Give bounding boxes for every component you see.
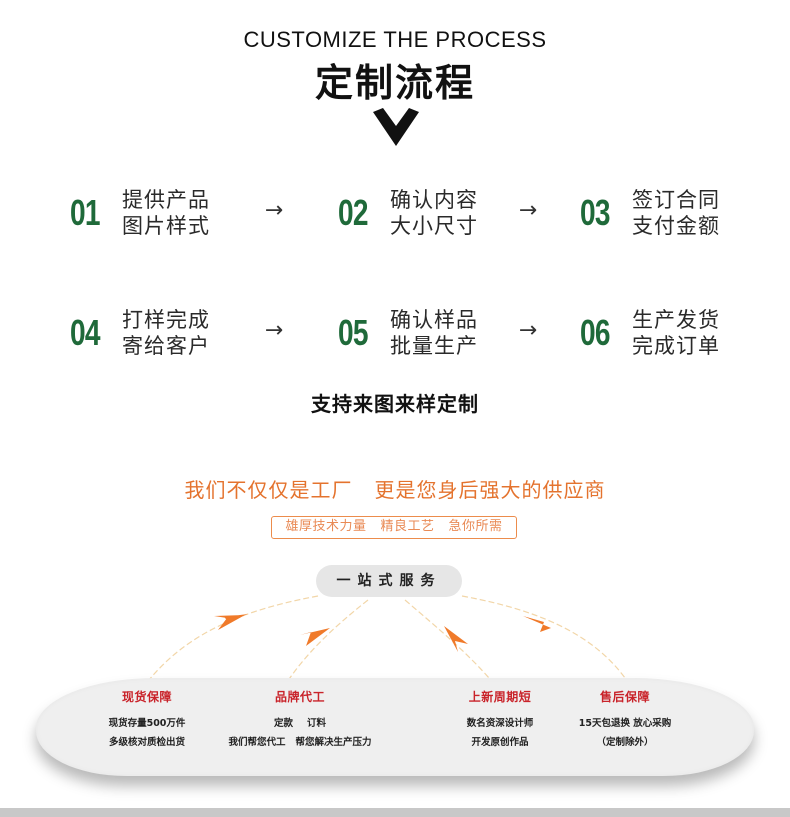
arrow-right-icon: → (518, 318, 538, 343)
services-capsule (36, 678, 754, 776)
service-arcs (144, 595, 631, 686)
service-stock: 现货保障 现货存量500万件 多级核对质检出货 (108, 690, 186, 748)
arc-left-inner (284, 599, 369, 686)
step-text: 确认样品 批量生产 (390, 308, 478, 358)
arrow-left-outer-icon (214, 614, 248, 630)
step-05: 05 确认样品 批量生产 (338, 307, 478, 359)
chevron-down-icon (373, 108, 419, 146)
step-text: 确认内容 大小尺寸 (390, 188, 478, 238)
one-stop-service-badge: 一站式服务 (316, 565, 462, 597)
subslogan-box: 雄厚技术力量精良工艺急你所需 (271, 516, 517, 539)
footer-divider (0, 808, 790, 817)
arrow-right-icon: → (264, 198, 284, 223)
arc-right-outer (461, 595, 631, 686)
arrow-right-icon: → (518, 198, 538, 223)
step-number: 02 (338, 192, 368, 233)
arrow-left-inner-icon (300, 628, 330, 646)
oem-line-2: 我们帮您代工帮您解决生产压力 (228, 737, 372, 748)
service-after-sales: 售后保障 15天包退换 放心采购 （定制除外） (578, 690, 672, 748)
step-number: 04 (70, 312, 100, 353)
slogan: 我们不仅仅是工厂更是您身后强大的供应商 (184, 478, 606, 502)
step-01: 01 提供产品 图片样式 (70, 187, 210, 239)
arrow-right-icon: → (264, 318, 284, 343)
english-title: CUSTOMIZE THE PROCESS (243, 27, 547, 52)
oem-line-1: 定款订料 (273, 718, 327, 729)
step-02: 02 确认内容 大小尺寸 (338, 187, 478, 239)
support-custom-text: 支持来图来样定制 (311, 392, 479, 416)
step-number: 03 (580, 192, 610, 233)
step-text: 提供产品 图片样式 (122, 188, 210, 238)
chinese-title: 定制流程 (314, 61, 475, 105)
step-06: 06 生产发货 完成订单 (580, 307, 720, 359)
step-text: 生产发货 完成订单 (632, 308, 720, 358)
step-text: 签订合同 支付金额 (632, 188, 720, 238)
step-number: 06 (580, 312, 610, 353)
step-number: 05 (338, 312, 368, 353)
arc-right-inner (404, 599, 496, 686)
step-04: 04 打样完成 寄给客户 (70, 307, 210, 359)
service-oem: 品牌代工 定款订料 我们帮您代工帮您解决生产压力 (210, 688, 390, 752)
step-03: 03 签订合同 支付金额 (580, 187, 720, 239)
arc-left-outer (144, 595, 319, 686)
step-number: 01 (70, 192, 100, 233)
step-text: 打样完成 寄给客户 (122, 308, 210, 358)
arrow-right-inner-icon (444, 626, 468, 652)
service-new-arrivals: 上新周期短 数名资深设计师 开发原创作品 (466, 690, 534, 748)
arrow-right-outer-icon (523, 616, 551, 632)
